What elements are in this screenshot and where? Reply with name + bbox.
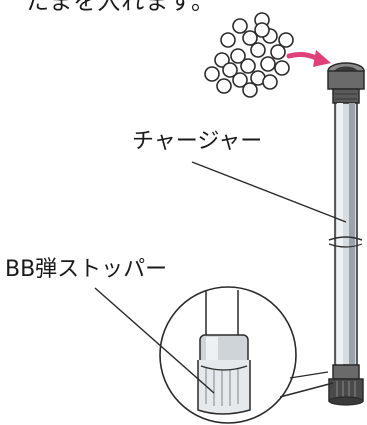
bb-pellets-icon	[204, 12, 294, 98]
pink-arrow-icon	[286, 50, 331, 67]
bb-pellet	[220, 32, 236, 48]
bb-pellet	[254, 22, 270, 38]
charger-tube	[327, 62, 365, 406]
bb-pellet	[232, 18, 248, 34]
bb-pellet	[242, 82, 258, 98]
bb-pellet	[274, 60, 290, 76]
bb-pellet	[214, 52, 230, 68]
bb-pellet	[232, 72, 248, 88]
charger-leader-line	[191, 161, 347, 223]
bb-pellet	[204, 66, 220, 82]
top-caption: たまを入れます。	[26, 0, 216, 15]
bb-pellet	[222, 62, 238, 78]
bb-pellet	[278, 32, 294, 48]
bb-pellet	[216, 78, 232, 94]
charger-label: チャージャー	[132, 129, 263, 154]
bb-pellet	[260, 56, 276, 72]
bb-pellet	[250, 42, 266, 58]
bb-pellet	[270, 44, 286, 60]
bb-pellet	[262, 74, 278, 90]
stopper-leader-line	[94, 287, 215, 394]
bb-pellet	[230, 48, 246, 64]
bb-pellet	[242, 30, 258, 46]
bb-pellet	[240, 58, 256, 74]
stopper-detail	[197, 290, 251, 415]
bb-stopper-label: BB弾ストッパー	[5, 257, 168, 282]
